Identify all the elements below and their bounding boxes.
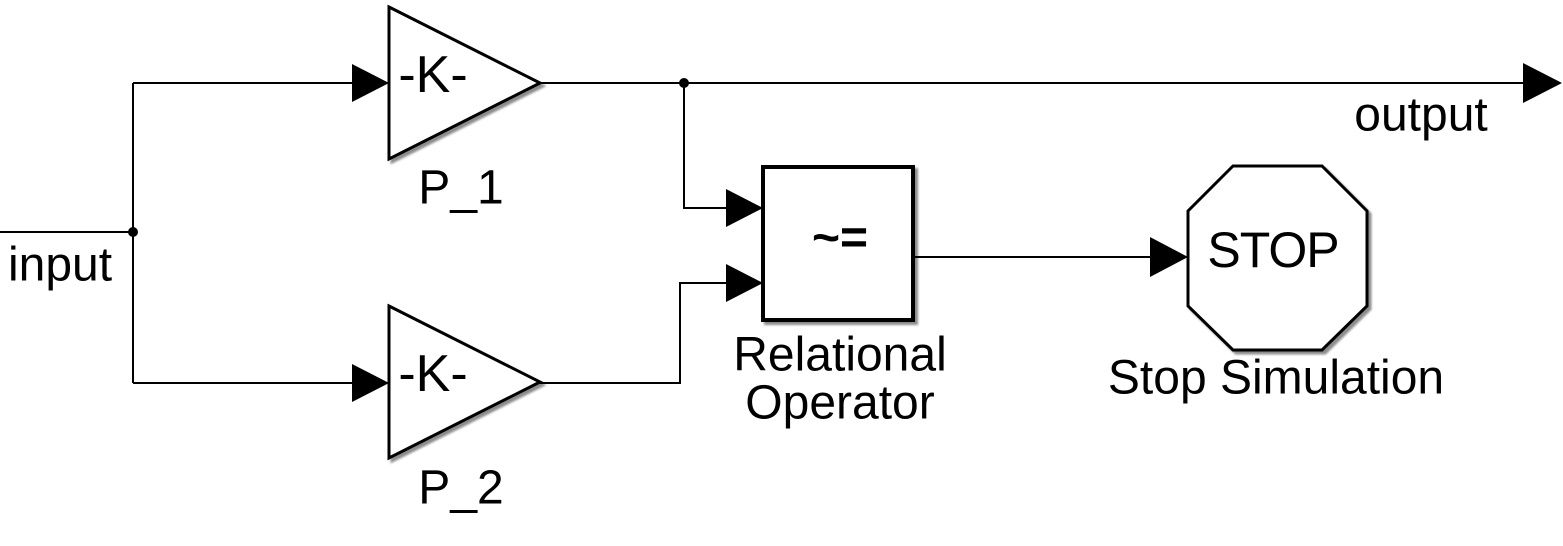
arrowhead-stop-input (1150, 237, 1188, 277)
relational-operator-symbol: ~= (812, 212, 868, 265)
relational-operator-block[interactable] (761, 165, 915, 322)
input-signal-label: input (8, 239, 112, 292)
gain-p1-label: P_1 (418, 162, 503, 215)
branch-dot-p1-output (679, 78, 689, 88)
branch-dot-input (128, 227, 138, 237)
arrowhead-gain-p2-input (352, 364, 389, 402)
arrowhead-relop-input2 (726, 264, 763, 302)
arrowhead-gain-p1-input (352, 64, 389, 102)
gain-block-p1[interactable] (387, 4, 544, 162)
wire-branch-to-relop-in1[interactable] (683, 83, 728, 209)
arrowhead-relop-input1 (726, 189, 763, 227)
relational-operator-label-line2: Operator (745, 377, 934, 430)
gain-block-p2[interactable] (387, 303, 544, 461)
gain-p1-text: -K- (398, 46, 467, 104)
stop-simulation-block[interactable] (1186, 164, 1369, 352)
arrowhead-output (1523, 63, 1562, 103)
gain-p2-label: P_2 (418, 462, 503, 515)
relational-operator-label-line1: Relational (733, 329, 946, 382)
gain-p2-text: -K- (398, 345, 467, 403)
wire-p2-to-relop-in2[interactable] (540, 282, 728, 384)
stop-simulation-label: Stop Simulation (1108, 352, 1444, 405)
output-signal-label: output (1354, 89, 1487, 142)
stop-block-text: STOP (1207, 222, 1338, 278)
